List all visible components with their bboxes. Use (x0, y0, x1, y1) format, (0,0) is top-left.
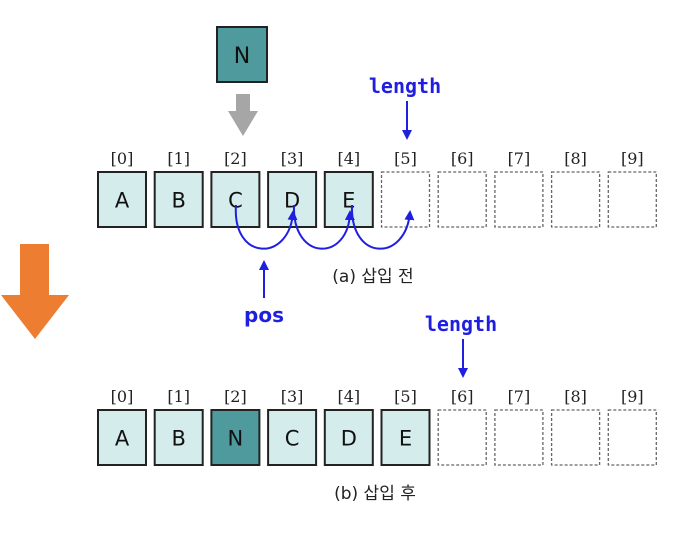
shift-arrow-d-to-e (292, 204, 355, 250)
caption-before: (a) 삽입 전 (332, 267, 413, 287)
after-cell-value-2: N (228, 427, 244, 451)
before-cell-value-2: C (228, 189, 243, 213)
after-cell-9 (607, 409, 657, 466)
array-before: [0] A [1] B [2] C [3] D [4] E [5] [6] [7] [8] [9] (97, 149, 657, 228)
before-cell-value-1: B (171, 189, 185, 213)
after-index-8: [8] (564, 387, 587, 406)
shift-arrows (234, 204, 415, 250)
after-index-5: [5] (394, 387, 417, 406)
after-cell-6 (437, 409, 487, 466)
insert-element-label: N (234, 44, 250, 69)
before-cell-1 (153, 171, 204, 228)
before-index-8: [8] (564, 149, 587, 168)
after-cell-value-1: B (171, 427, 185, 451)
orange-down-arrow (1, 244, 69, 339)
before-index-3: [3] (281, 149, 304, 168)
before-cell-7 (494, 171, 544, 228)
before-cell-value-3: D (284, 189, 300, 213)
before-cell-9 (607, 171, 657, 228)
before-cell-value-4: E (342, 189, 355, 213)
after-index-4: [4] (337, 387, 360, 406)
after-cell-2 (210, 409, 261, 466)
before-index-5: [5] (394, 149, 417, 168)
after-index-7: [7] (508, 387, 531, 406)
after-cell-value-4: D (341, 427, 357, 451)
pos-label: pos (244, 303, 284, 327)
shift-arrow-e-to-5 (350, 204, 415, 250)
before-index-9: [9] (621, 149, 644, 168)
before-index-2: [2] (224, 149, 247, 168)
after-cell-5 (380, 409, 431, 466)
after-cell-8 (550, 409, 601, 466)
length-label-before: length (369, 74, 441, 98)
after-index-6: [6] (451, 387, 474, 406)
after-cell-0 (97, 409, 147, 466)
length-label-after: length (425, 312, 497, 336)
after-index-2: [2] (224, 387, 247, 406)
after-cell-4 (323, 409, 374, 466)
after-cell-value-0: A (115, 427, 130, 451)
caption-after: (b) 삽입 후 (334, 484, 416, 504)
before-index-1: [1] (167, 149, 190, 168)
gray-down-arrow (228, 94, 258, 136)
after-index-9: [9] (621, 387, 644, 406)
after-cell-1 (153, 409, 204, 466)
before-cell-6 (437, 171, 487, 228)
before-cell-0 (97, 171, 147, 228)
before-cell-5 (380, 171, 431, 228)
after-cell-value-5: E (399, 427, 412, 451)
length-pointer-after: length (425, 312, 497, 378)
length-pointer-before: length (369, 74, 441, 140)
after-cell-value-3: C (285, 427, 300, 451)
shift-arrow-c-to-d (234, 204, 298, 250)
before-index-0: [0] (111, 149, 134, 168)
after-index-0: [0] (111, 387, 134, 406)
before-index-7: [7] (508, 149, 531, 168)
after-index-1: [1] (167, 387, 190, 406)
after-cell-3 (267, 409, 318, 466)
before-index-4: [4] (337, 149, 360, 168)
insert-element: N (216, 26, 268, 83)
after-cell-7 (494, 409, 544, 466)
after-index-3: [3] (281, 387, 304, 406)
pos-pointer: pos (244, 260, 284, 327)
before-index-6: [6] (451, 149, 474, 168)
before-cell-8 (550, 171, 601, 228)
before-cell-value-0: A (115, 189, 130, 213)
array-after: [0] A [1] B [2] N [3] C [4] D [5] E [6] [7] [8] [9] (97, 387, 657, 466)
